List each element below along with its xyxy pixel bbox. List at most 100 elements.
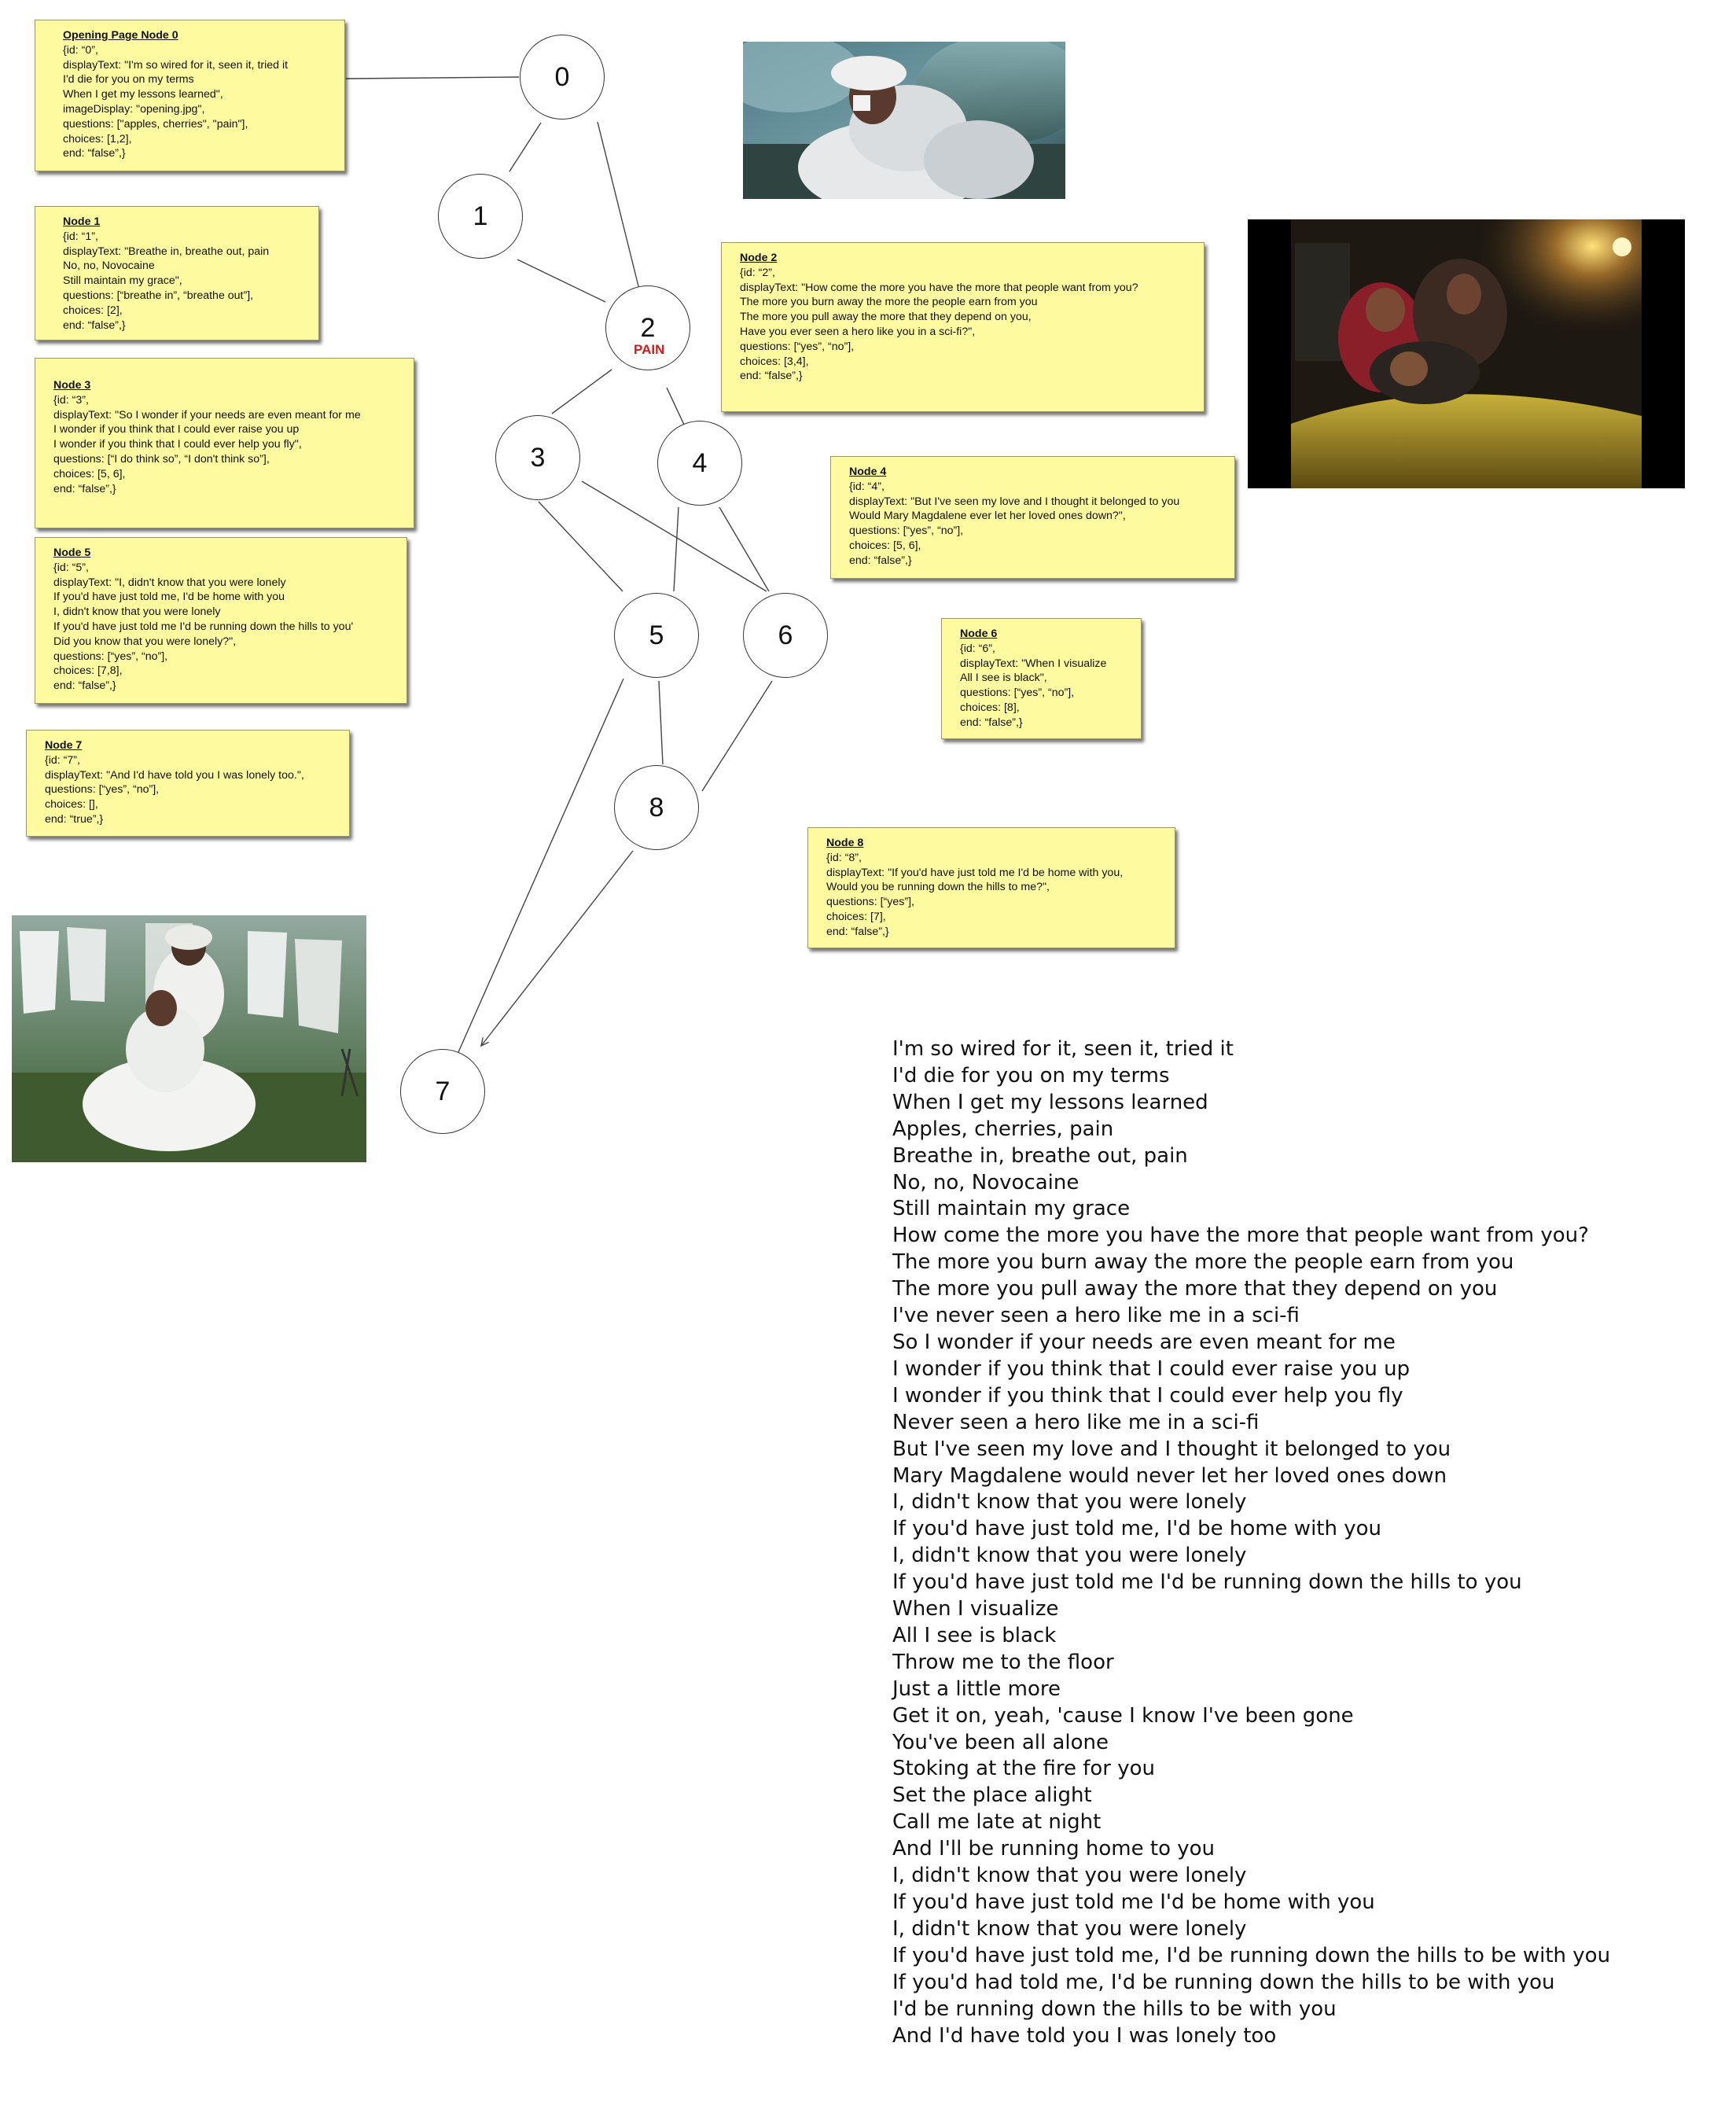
note-line: questions: [“yes”, “no”], [53,650,168,663]
node-label: 5 [649,620,664,650]
node-label: 7 [435,1076,451,1106]
lyric-line: I, didn't know that you were lonely [892,1864,1247,1888]
lyric-line: I'd die for you on my terms [892,1063,1170,1088]
edge-0-1 [509,122,542,172]
lyric-line: How come the more you have the more that… [892,1224,1589,1248]
lyric-line: No, no, Novocaine [892,1170,1079,1194]
graph-node-3[interactable]: 3 [495,415,580,500]
note-node-8: Node 8 {id: “8”, displayText: "If you'd … [807,827,1175,948]
note-line: choices: [1,2], [63,132,132,145]
note-line: imageDisplay: "opening.jpg", [63,102,205,116]
lyric-line: So I wonder if your needs are even meant… [892,1330,1396,1354]
pain-label: PAIN [634,342,665,357]
note-line: {id: “3”, [53,393,89,407]
note-line: questions: [“breathe in”, “breathe out”]… [63,289,254,302]
lyric-line: I, didn't know that you were lonely [892,1490,1247,1515]
edge-1-2 [517,259,606,303]
note-line: choices: [8], [960,701,1020,714]
note-line: {id: “2”, [740,266,775,279]
note-line: {id: “7”, [45,753,80,767]
lyric-line: I'd be running down the hills to be with… [892,1997,1337,2021]
edge-3-6 [581,480,767,592]
graph-node-2[interactable]: 2 [605,285,690,370]
lyric-line: Mary Magdalene would never let her loved… [892,1463,1447,1488]
note-line: {id: “8”, [826,851,862,864]
lyric-line: Get it on, yeah, 'cause I know I've been… [892,1703,1354,1728]
note-title: Node 3 [53,379,91,392]
lyric-line: I wonder if you think that I could ever … [892,1383,1403,1408]
note-line: end: “false”,} [63,318,126,332]
node-label: 3 [530,442,546,473]
note-line: The more you burn away the more the peop… [740,296,1038,309]
edge-2-4 [666,387,685,425]
note-line: questions: [“yes”, “no”], [45,783,160,797]
note-line: end: “false”,} [53,679,116,693]
node-label: 4 [692,447,708,478]
edge-6-8 [701,680,773,792]
note-title: Node 4 [849,466,887,478]
note-line: end: “false”,} [63,147,126,160]
note-line: Have you ever seen a hero like you in a … [740,325,976,338]
lyric-line: If you'd have just told me, I'd be runni… [892,1943,1611,1967]
graph-node-5[interactable]: 5 [614,593,699,678]
lyric-line: Apples, cherries, pain [892,1117,1114,1141]
note-line: If you'd have just told me I'd be runnin… [53,620,354,633]
node-label: 1 [473,201,488,231]
edge-4-6 [719,506,770,592]
node-label: 0 [554,61,570,92]
lyric-line: Throw me to the floor [892,1650,1114,1674]
graph-node-7[interactable]: 7 [400,1049,485,1134]
note-line: questions: [“yes”], [826,896,914,909]
lyric-line: And I'll be running home to you [892,1837,1216,1861]
lyric-line: When I visualize [892,1597,1059,1621]
note-line: I wonder if you think that I could ever … [53,438,302,451]
note-line: questions: [“yes”, “no”], [960,686,1075,700]
note-node-2: Node 2 {id: “2”, displayText: "How come … [721,242,1205,412]
note-line: displayText: "If you'd have just told me… [826,866,1124,879]
note-line: questions: [“yes”, “no”], [849,524,964,538]
note-line: choices: [5, 6], [849,539,921,552]
note-opening-node-0: Opening Page Node 0 {id: “0”, displayTex… [35,20,345,171]
note-line: displayText: "But I've seen my love and … [849,495,1180,508]
note-line: Would you be running down the hills to m… [826,881,1050,894]
note-line: When I get my lessons learned", [63,88,223,101]
lyric-line: Never seen a hero like me in a sci-fi [892,1410,1260,1434]
note-line: choices: [3,4], [740,355,809,368]
graph-node-1[interactable]: 1 [438,174,523,259]
note-line: {id: “4”, [849,480,885,493]
note-line: end: “false”,} [740,370,803,383]
lyric-line: And I'd have told you I was lonely too [892,2023,1277,2048]
note-node-4: Node 4 {id: “4”, displayText: "But I've … [830,456,1235,579]
note-line: {id: “1”, [63,230,98,243]
lyric-line: But I've seen my love and I thought it b… [892,1437,1451,1461]
note-line: displayText: "I, didn't know that you we… [53,576,286,589]
graph-node-8[interactable]: 8 [614,765,699,850]
lyric-line: The more you burn away the more the peop… [892,1250,1514,1275]
note-line: I'd die for you on my terms [63,73,194,86]
graph-node-6[interactable]: 6 [743,593,828,678]
note-node-7: Node 7 {id: “7”, displayText: "And I'd h… [26,730,350,837]
note-node-3: Node 3 {id: “3”, displayText: "So I wond… [35,358,414,528]
note-node-1: Node 1 {id: “1”, displayText: "Breathe i… [35,206,319,340]
note-title: Opening Page Node 0 [63,29,178,42]
edge-0-2 [597,121,640,290]
lyric-line: If you'd have just told me, I'd be home … [892,1517,1382,1541]
note-line: The more you pull away the more that the… [740,311,1032,324]
note-line: Would Mary Magdalene ever let her loved … [849,510,1126,523]
note-node-6: Node 6 {id: “6”, displayText: "When I vi… [941,618,1142,739]
edge-8-7 [481,850,634,1046]
note-line: choices: [], [45,798,98,812]
lyric-line: You've been all alone [892,1730,1109,1754]
graph-node-4[interactable]: 4 [657,421,742,506]
lyric-line: Call me late at night [892,1810,1102,1835]
note-line: Still maintain my grace", [63,274,182,288]
note-line: displayText: "I'm so wired for it, seen … [63,58,289,72]
note-title: Node 2 [740,252,778,264]
node-label: 8 [649,792,664,823]
note-title: Node 1 [63,215,101,228]
lyric-line: Stoking at the fire for you [892,1757,1156,1781]
lyric-line: Still maintain my grace [892,1197,1131,1221]
graph-node-0[interactable]: 0 [520,35,605,120]
note-line: end: “false”,} [826,925,889,938]
note-title: Node 8 [826,837,864,849]
